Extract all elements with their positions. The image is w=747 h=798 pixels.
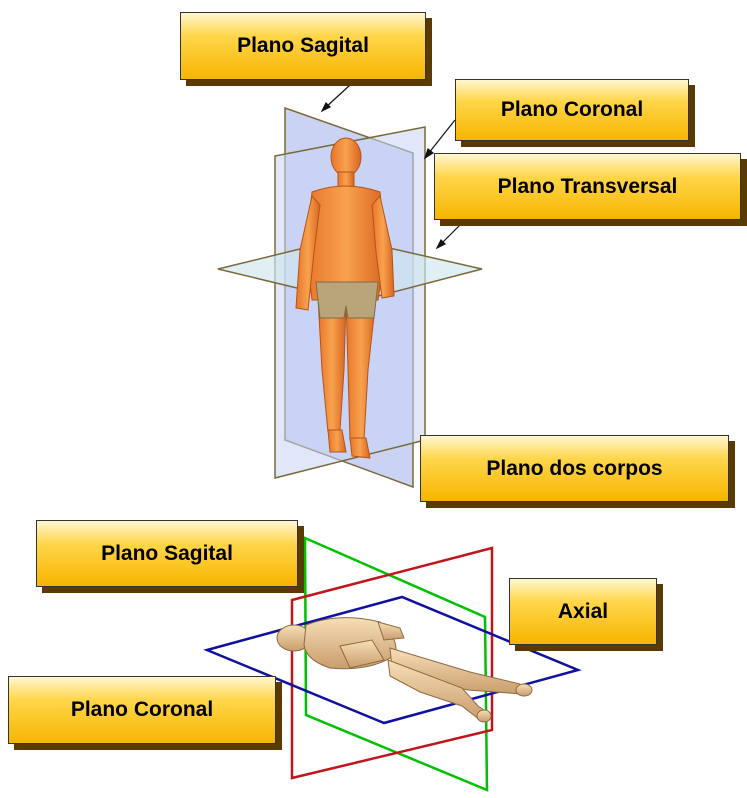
reclining-body-figure <box>277 618 532 722</box>
label-plano-coronal-bottom: Plano Coronal <box>8 676 276 744</box>
label-axial: Axial <box>509 578 657 645</box>
label-plano-sagital-bottom: Plano Sagital <box>36 520 298 587</box>
